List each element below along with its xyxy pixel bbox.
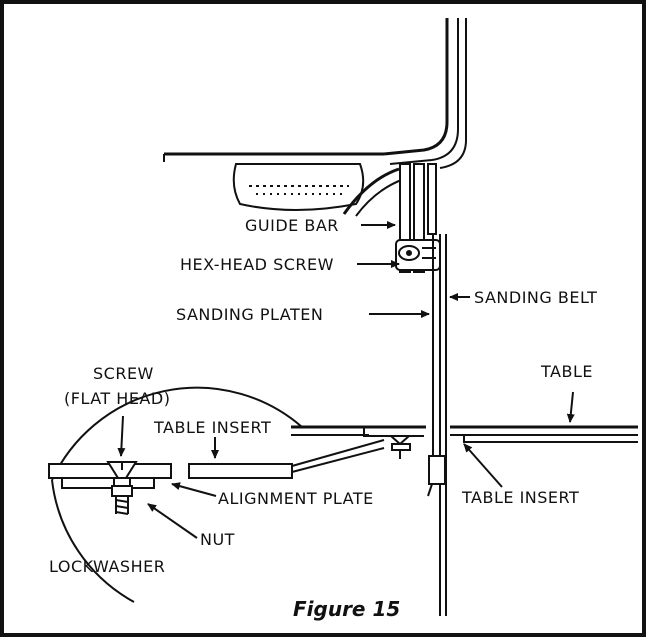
- label-table-insert-main: TABLE INSERT: [461, 488, 579, 507]
- label-table: TABLE: [540, 362, 593, 381]
- label-nut: NUT: [200, 530, 235, 549]
- bumper-pad: [232, 163, 365, 211]
- label-lockwasher: LOCKWASHER: [49, 557, 165, 576]
- hex-screw-clamp: [395, 239, 441, 271]
- label-hex-head-screw: HEX-HEAD SCREW: [180, 255, 334, 274]
- leaders: [117, 221, 575, 539]
- diagram-svg: GUIDE BAR HEX-HEAD SCREW SANDING PLATEN …: [48, 18, 638, 621]
- label-table-insert-detail: TABLE INSERT: [153, 418, 271, 437]
- table: [291, 425, 638, 459]
- platen-belt: [427, 234, 447, 616]
- guide-bar-assembly: [399, 163, 437, 273]
- label-alignment-plate: ALIGNMENT PLATE: [218, 489, 374, 508]
- detail-circle: [48, 386, 385, 603]
- figure-caption: Figure 15: [293, 597, 400, 621]
- label-guide-bar: GUIDE BAR: [245, 216, 339, 235]
- label-sanding-belt: SANDING BELT: [474, 288, 597, 307]
- machine-housing: [163, 18, 467, 169]
- label-sanding-platen: SANDING PLATEN: [176, 305, 323, 324]
- label-screw: SCREW: [93, 364, 154, 383]
- label-flat-head: (FLAT HEAD): [64, 389, 170, 408]
